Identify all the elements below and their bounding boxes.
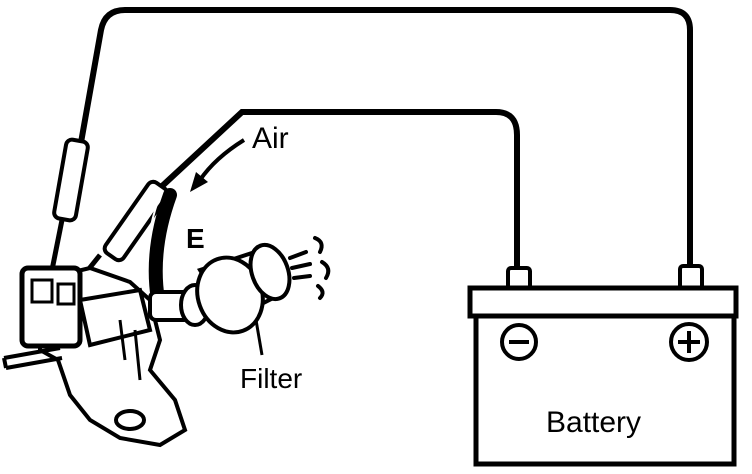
air-outflow-marks — [288, 236, 331, 300]
positive-wire — [74, 7, 693, 275]
battery — [467, 264, 739, 467]
filter-label: Filter — [240, 363, 302, 394]
air-label: Air — [252, 122, 289, 155]
port-e-label: E — [186, 223, 205, 254]
battery-label: Battery — [546, 406, 641, 439]
positive-probe — [49, 137, 90, 271]
air-flow-arrow — [190, 138, 246, 192]
filter-assembly — [148, 242, 292, 356]
negative-wire — [157, 109, 520, 283]
port-e-hose — [148, 188, 177, 307]
